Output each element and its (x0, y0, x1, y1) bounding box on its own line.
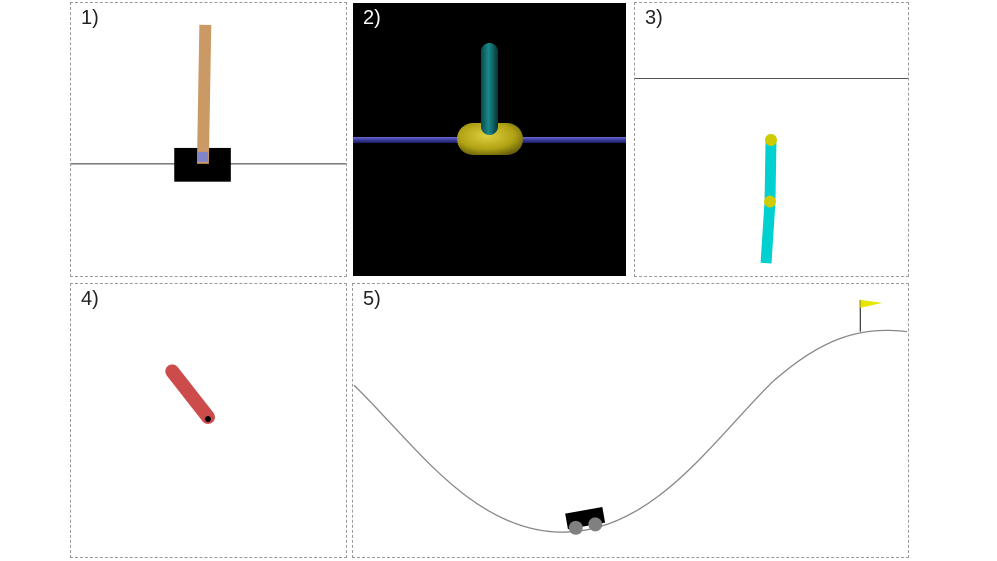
slider-cart (457, 123, 523, 155)
acrobot-link-1 (764, 139, 777, 202)
pendulum-pole (481, 43, 498, 135)
panel-pendulum: 4) (70, 283, 347, 558)
car-wheel-front (568, 520, 583, 535)
panel-label-2: 2) (363, 7, 381, 29)
goal-flag (860, 299, 883, 308)
panel-label-3: 3) (645, 7, 663, 29)
inverted-pendulum-3d-scene (353, 43, 626, 155)
mountain-track (353, 329, 908, 533)
cartpole-scene (71, 24, 346, 182)
acrobot-joint-top (765, 134, 777, 146)
mountain-car (565, 507, 606, 535)
car-wheel-back (588, 517, 603, 532)
panel-mountain-car: 5) (352, 283, 909, 558)
mountain-car-scene (353, 299, 908, 535)
panel-label-4: 4) (81, 288, 99, 310)
pendulum-scene (165, 364, 215, 424)
panel-label-5: 5) (363, 288, 381, 310)
cartpole-pole (196, 24, 212, 164)
pendulum-pivot (205, 416, 211, 422)
acrobot-link-2 (760, 201, 776, 264)
panel-acrobot: 3) (634, 2, 909, 277)
panel-label-1: 1) (81, 7, 99, 29)
acrobot-scene (635, 77, 908, 264)
acrobot-joint-middle (764, 195, 776, 208)
panel-inverted-pendulum-3d: 2) (353, 3, 626, 276)
pendulum-rod (165, 364, 215, 424)
panel-cartpole: 1) (70, 2, 347, 277)
cartpole-axle (197, 151, 209, 162)
